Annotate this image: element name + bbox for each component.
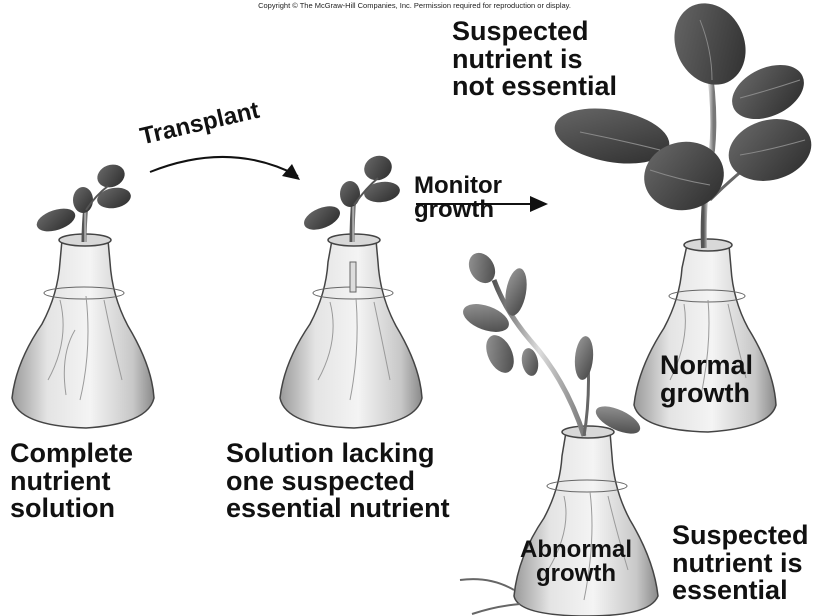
wilted-plant-icon [459, 248, 644, 439]
not-essential-label: Suspected nutrient is not essential [452, 18, 617, 101]
seedling-icon [34, 161, 133, 242]
not-essential-line-2: nutrient is [452, 46, 617, 74]
lacking-solution-label: Solution lacking one suspected essential… [226, 440, 450, 523]
flask-icon [460, 426, 658, 616]
not-essential-line-1: Suspected [452, 18, 617, 46]
lacking-line-1: Solution lacking [226, 440, 450, 468]
copyright-notice: Copyright © The McGraw-Hill Companies, I… [0, 1, 829, 10]
transplant-arrow-icon [150, 157, 298, 176]
lacking-line-3: essential nutrient [226, 495, 450, 523]
normal-line-1: Normal [660, 352, 753, 380]
essential-line-1: Suspected [672, 522, 809, 550]
not-essential-line-3: not essential [452, 73, 617, 101]
complete-solution-label: Complete nutrient solution [10, 440, 133, 523]
transplant-arrowhead-icon [282, 164, 300, 180]
essential-line-2: nutrient is [672, 550, 809, 578]
complete-line-3: solution [10, 495, 133, 523]
seedling-icon [301, 152, 402, 242]
flask-icon [12, 234, 154, 428]
monitor-arrowhead-icon [530, 196, 548, 212]
essential-line-3: essential [672, 577, 809, 605]
normal-line-2: growth [660, 380, 753, 408]
abnormal-line-2: growth [520, 562, 632, 586]
abnormal-growth-label: Abnormal growth [520, 538, 632, 587]
flask-icon [280, 234, 422, 428]
complete-line-1: Complete [10, 440, 133, 468]
abnormal-line-1: Abnormal [520, 538, 632, 562]
normal-growth-label: Normal growth [660, 352, 753, 407]
complete-line-2: nutrient [10, 468, 133, 496]
essential-label: Suspected nutrient is essential [672, 522, 809, 605]
lacking-line-2: one suspected [226, 468, 450, 496]
monitor-line-1: Monitor [414, 174, 502, 198]
monitor-growth-label: Monitor growth [414, 174, 502, 223]
monitor-line-2: growth [414, 198, 502, 222]
